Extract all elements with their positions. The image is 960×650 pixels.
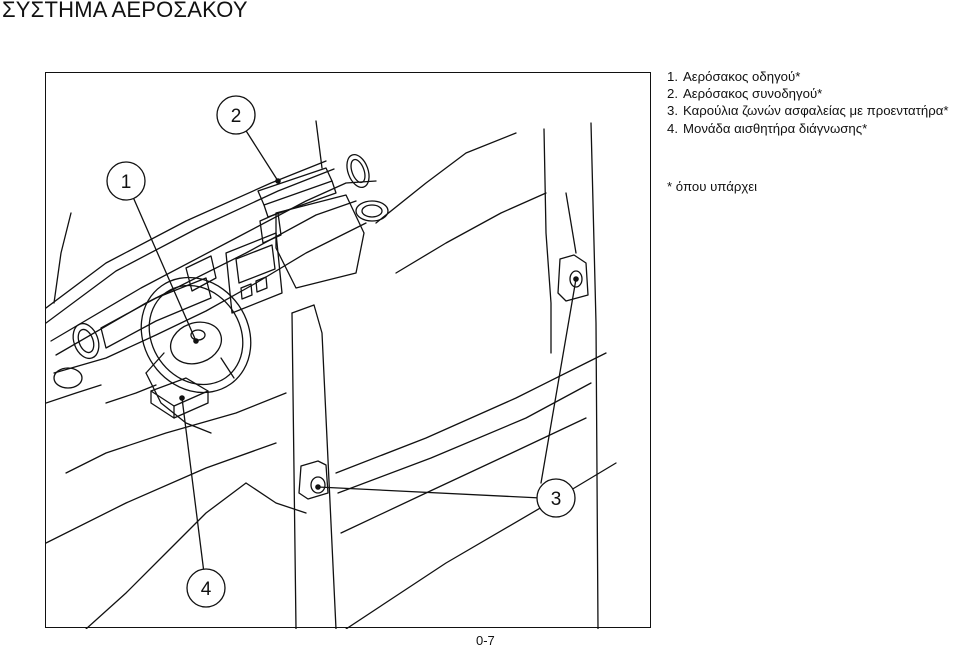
legend-text: Αερόσακος οδηγού*: [683, 69, 801, 84]
legend-text: Αερόσακος συνοδηγού*: [683, 86, 823, 102]
legend-number: 3.: [667, 103, 678, 119]
callout-leader-3b: [540, 278, 577, 484]
legend-number: 2.: [667, 86, 678, 102]
vehicle-interior-drawing: 1 2 3 4: [46, 95, 617, 629]
callout-label-2: 2: [231, 106, 242, 127]
legend-number: 4.: [667, 120, 678, 136]
legend-item: 3. Καρούλια ζωνών ασφαλείας με προεντατήρ…: [667, 102, 948, 119]
page-number: 0-7: [476, 633, 495, 648]
callout-circle-1: [106, 161, 146, 201]
callout-circle-2: [216, 95, 256, 135]
legend-text: Μονάδα αισθητήρα διάγνωσης*: [683, 120, 868, 136]
page-title: ΣΥΣΤΗΜΑ ΑΕΡΟΣΑΚΟΥ: [2, 0, 248, 22]
airbag-diagram: 1 2 3 4: [45, 72, 651, 629]
callout-leader-1: [125, 180, 197, 342]
callout-label-4: 4: [201, 579, 212, 600]
legend-number: 1.: [667, 69, 678, 84]
callout-label-3: 3: [551, 489, 562, 510]
component-legend: 1. Αερόσακος οδηγού* 2. Αερόσακος συνοδηγο…: [667, 68, 948, 137]
callout-circle-3: [536, 478, 576, 518]
callout-leader-4: [181, 397, 205, 574]
legend-text: Καρούλια ζωνών ασφαλείας με προεντατήρα*: [683, 103, 949, 119]
legend-item: 2. Αερόσακος συνοδηγού*: [667, 85, 948, 102]
legend-item: 4. Μονάδα αισθητήρα διάγνωσης*: [667, 120, 948, 137]
availability-note: * όπου υπάρχει: [667, 179, 758, 194]
callout-circle-4: [186, 568, 226, 608]
legend-item: 1. Αερόσακος οδηγού*: [667, 68, 948, 85]
callout-leader-3a: [317, 486, 542, 499]
callout-label-1: 1: [121, 172, 132, 193]
